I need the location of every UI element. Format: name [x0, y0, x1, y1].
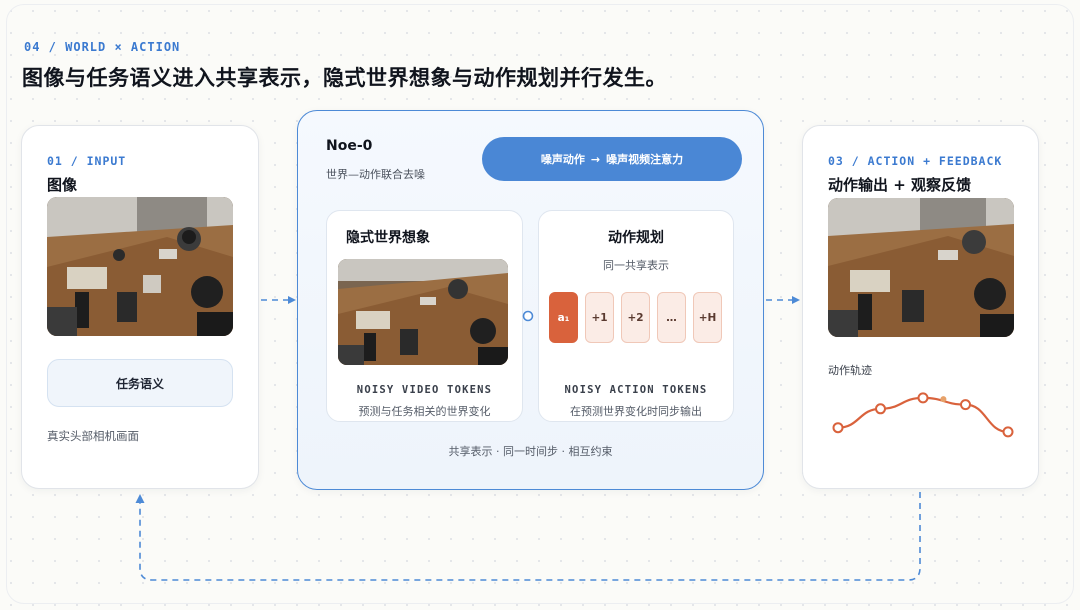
workbench-photo-icon — [47, 197, 233, 336]
action-tokens-label: NOISY ACTION TOKENS — [564, 384, 708, 396]
page-headline: 图像与任务语义进入共享表示，隐式世界想象与动作规划并行发生。 — [22, 66, 667, 90]
trajectory-label: 动作轨迹 — [828, 364, 872, 377]
attention-pill: 噪声动作 → 噪声视频注意力 — [482, 137, 742, 181]
input-card: 01 / INPUT 图像 任务语义 真实头部相机画面 — [21, 125, 259, 489]
action-token-row: a₁ +1 +2 … +H — [549, 292, 722, 343]
action-trajectory-chart — [832, 392, 1014, 438]
trajectory-current-point — [940, 396, 947, 403]
model-subtitle: 世界—动作联合去噪 — [326, 168, 425, 181]
task-semantics-box: 任务语义 — [47, 359, 233, 407]
action-token: a₁ — [549, 292, 578, 343]
workbench-photo-icon — [338, 259, 508, 365]
arrowhead-icon — [792, 296, 800, 304]
model-footer: 共享表示 · 同一时间步 · 相互约束 — [448, 445, 613, 458]
camera-image — [47, 197, 233, 336]
action-token: … — [657, 292, 686, 343]
workbench-photo-icon — [828, 198, 1014, 337]
action-token: +1 — [585, 292, 614, 343]
action-tokens-desc: 在预测世界变化时同步输出 — [570, 405, 702, 418]
output-card: 03 / ACTION + FEEDBACK 动作输出 + 观察反馈 动作轨迹 — [802, 125, 1039, 489]
model-card: Noe-0 世界—动作联合去噪 噪声动作 → 噪声视频注意力 隐式世界想象 — [297, 110, 764, 490]
action-panel-title: 动作规划 — [608, 230, 664, 246]
world-imagination-panel: 隐式世界想象 NOISY VIDEO TOKENS 预测与任务相关的世界变化 — [326, 210, 523, 422]
output-card-tag: 03 / ACTION + FEEDBACK — [828, 154, 1003, 168]
trajectory-point — [917, 392, 929, 404]
trajectory-point — [832, 422, 844, 434]
section-kicker: 04 / WORLD × ACTION — [24, 40, 181, 54]
action-planning-panel: 动作规划 同一共享表示 a₁ +1 +2 … +H NOISY ACTION T… — [538, 210, 734, 422]
action-token: +H — [693, 292, 722, 343]
video-tokens-desc: 预测与任务相关的世界变化 — [358, 405, 491, 418]
video-tokens-label: NOISY VIDEO TOKENS — [356, 384, 493, 396]
trajectory-point — [960, 399, 971, 411]
action-panel-subtitle: 同一共享表示 — [603, 259, 669, 272]
input-card-tag: 01 / INPUT — [47, 154, 127, 168]
input-card-title: 图像 — [47, 176, 78, 194]
output-card-title: 动作输出 + 观察反馈 — [828, 176, 972, 194]
ring-connector-icon — [522, 310, 534, 322]
arrow-right-icon: → — [590, 152, 601, 166]
pill-left-label: 噪声动作 — [540, 153, 585, 166]
arrowhead-icon — [135, 494, 145, 503]
world-panel-title: 隐式世界想象 — [346, 230, 430, 246]
feedback-loop-icon — [139, 492, 921, 581]
trajectory-point — [1002, 426, 1014, 438]
pill-right-label: 噪声视频注意力 — [606, 153, 684, 166]
feedback-image — [828, 198, 1014, 337]
input-caption: 真实头部相机画面 — [47, 429, 139, 443]
arrowhead-icon — [288, 296, 296, 304]
trajectory-point — [875, 403, 886, 415]
action-token: +2 — [621, 292, 650, 343]
predicted-world-image — [338, 259, 508, 365]
model-title: Noe-0 — [326, 138, 373, 154]
